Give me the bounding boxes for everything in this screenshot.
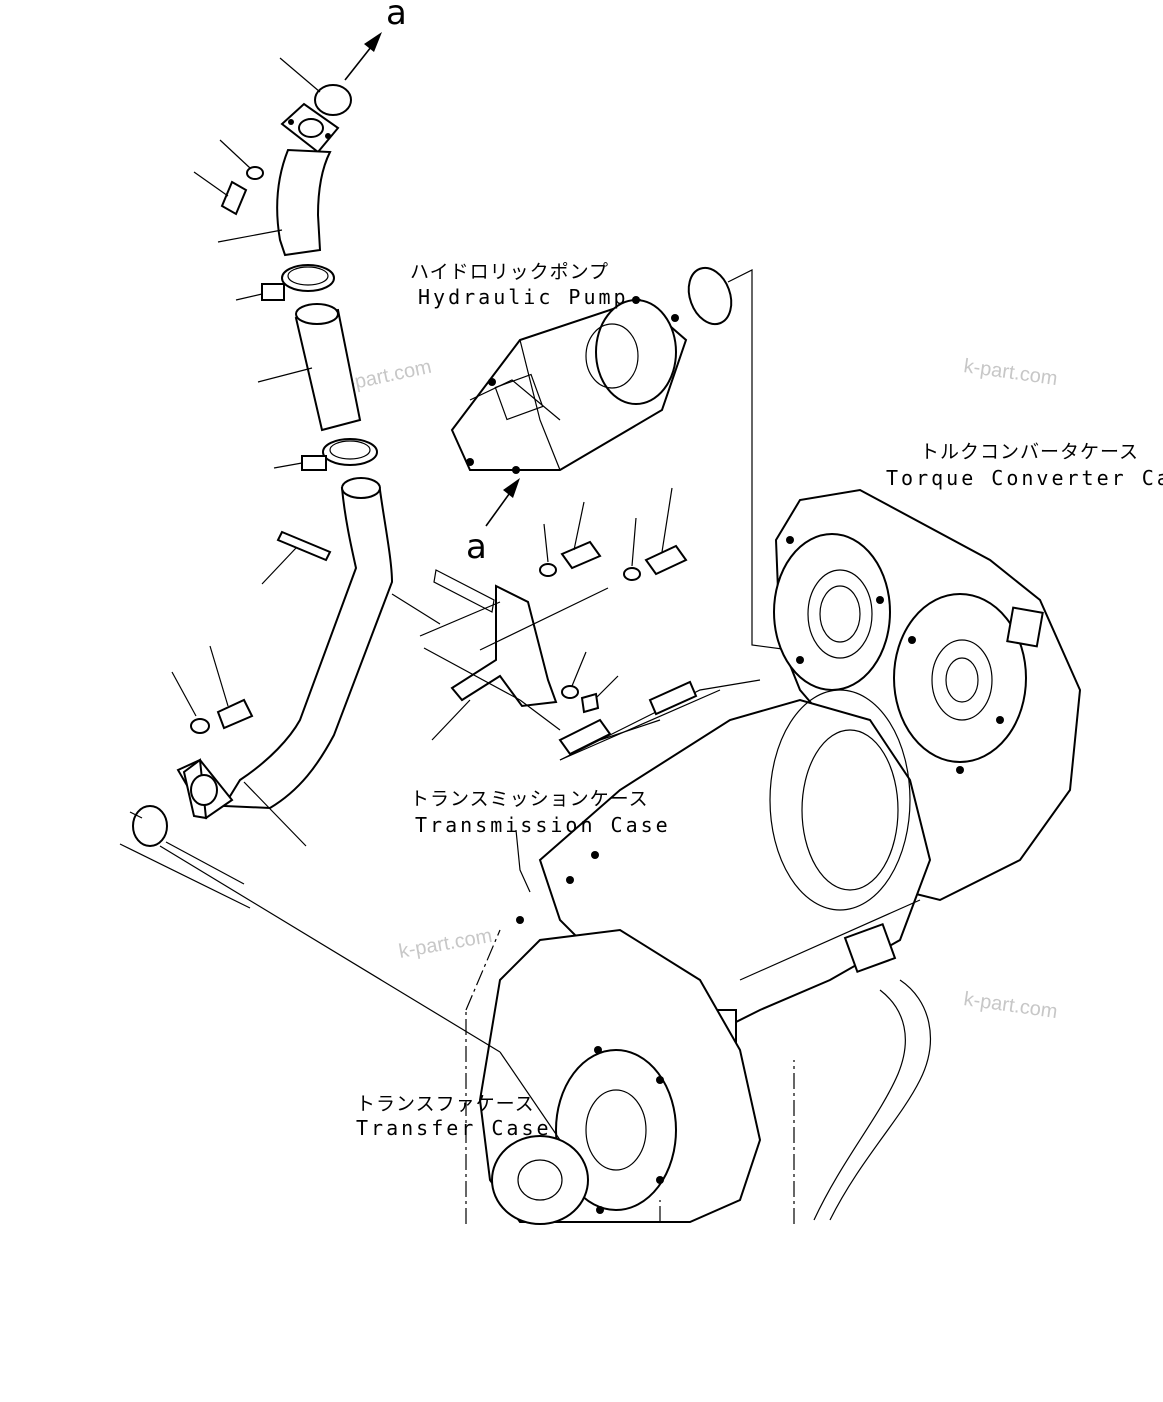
pipe-to-transfer-leader bbox=[159, 845, 501, 1053]
center-lines bbox=[465, 929, 795, 1224]
top-flange bbox=[280, 102, 340, 154]
pump-o-ring bbox=[687, 266, 733, 326]
hose bbox=[257, 303, 362, 432]
bent-pipe-lower bbox=[222, 486, 394, 810]
bolt-upper bbox=[220, 180, 248, 216]
marker-a-top: a bbox=[386, 0, 407, 33]
transfer-label-en: Transfer Case bbox=[356, 1116, 552, 1140]
suction-pipe-assembly bbox=[119, 32, 394, 909]
bottom-flange bbox=[176, 758, 234, 820]
o-ring-bottom bbox=[132, 805, 168, 847]
bracket-bolts bbox=[419, 487, 688, 714]
torque-converter-label-en: Torque Converter Case bbox=[886, 466, 1163, 490]
bolt-lower bbox=[216, 698, 254, 730]
pipe-clip bbox=[276, 530, 332, 562]
torque-converter-case bbox=[773, 488, 1082, 902]
hydraulic-pump-label-jp: ハイドロリックポンプ bbox=[410, 261, 609, 283]
transfer-case bbox=[478, 928, 762, 1225]
hose-clamp-upper bbox=[235, 264, 335, 301]
transmission-label-jp: トランスミッションケース bbox=[410, 788, 649, 810]
washer-lower bbox=[190, 718, 210, 734]
watermark-2: k-part.com bbox=[962, 355, 1059, 390]
marker-a-middle: a bbox=[466, 527, 487, 567]
washer-upper bbox=[246, 166, 264, 180]
torque-converter-label-jp: トルクコンバータケース bbox=[920, 441, 1139, 463]
o-ring-top bbox=[314, 84, 352, 116]
hydraulic-pump bbox=[450, 296, 688, 527]
transmission-label-en: Transmission Case bbox=[415, 813, 671, 837]
pump-bracket bbox=[391, 569, 561, 741]
hydraulic-pump-label-en: Hydraulic Pump bbox=[418, 285, 629, 309]
watermark-4: k-part.com bbox=[962, 988, 1059, 1023]
watermark-3: k-part.com bbox=[397, 925, 494, 963]
elbow-pipe-upper bbox=[276, 148, 332, 257]
hose-clamp-lower bbox=[273, 438, 378, 471]
transfer-label-jp: トランスファケース bbox=[356, 1093, 535, 1115]
